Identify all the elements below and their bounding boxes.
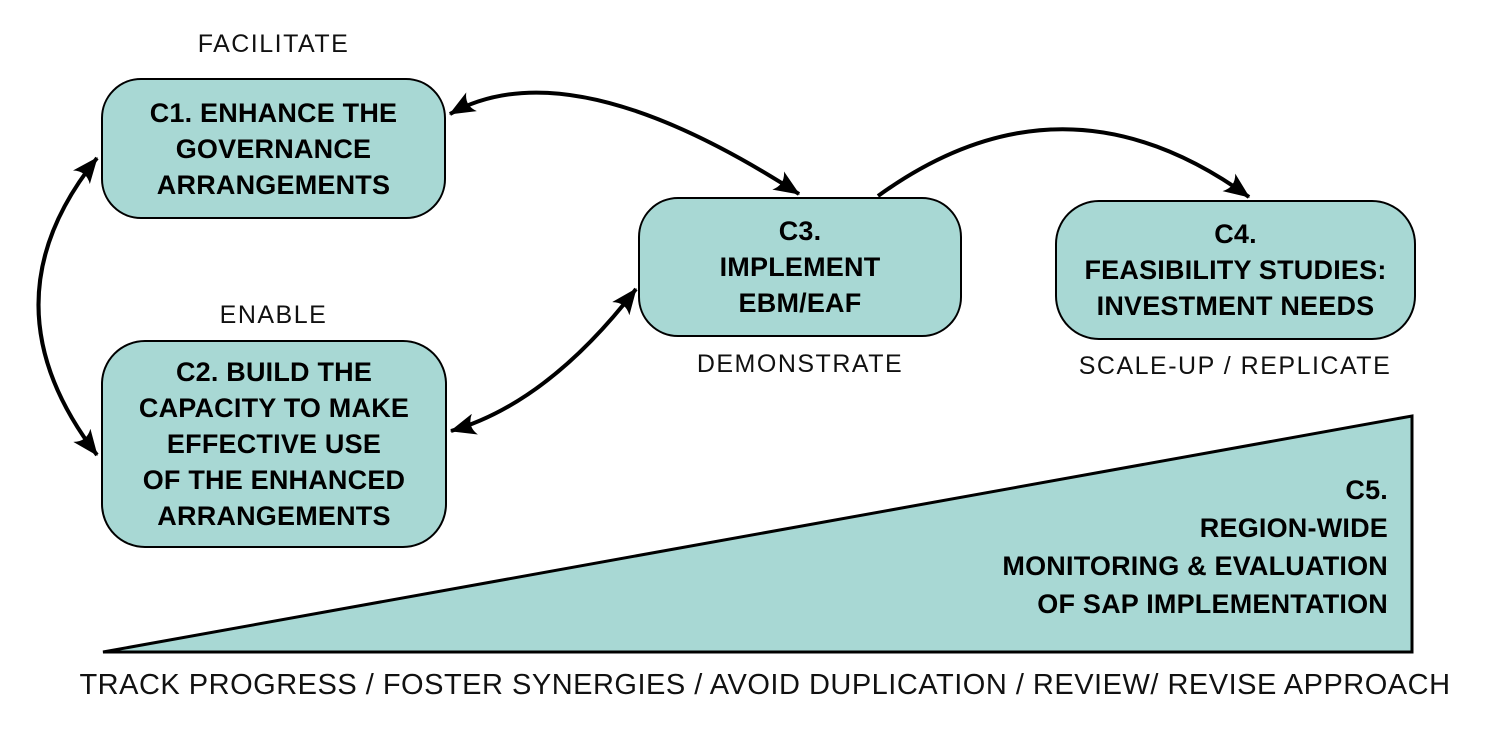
label-scale-up-replicate: SCALE-UP / REPLICATE: [1078, 352, 1392, 380]
box-c2-line: EFFECTIVE USE: [166, 429, 382, 459]
box-c4-line: INVESTMENT NEEDS: [1096, 291, 1375, 321]
box-c2-line: C2. BUILD THE: [175, 357, 373, 387]
box-c2-line: OF THE ENHANCED: [142, 465, 406, 495]
triangle-c5-shape: [102, 414, 1414, 654]
footer-caption: TRACK PROGRESS / FOSTER SYNERGIES / AVOI…: [79, 669, 1451, 701]
box-c5-line: MONITORING & EVALUATION: [1002, 551, 1388, 581]
box-c1-line: ARRANGEMENTS: [156, 169, 391, 200]
label-demonstrate: DEMONSTRATE: [696, 350, 904, 378]
box-c1-line: GOVERNANCE: [175, 133, 372, 164]
arrow-c2-c3: [449, 287, 638, 435]
arrow-c1-c2: [36, 156, 99, 457]
box-c1-line: C1. ENHANCE THE: [149, 97, 398, 128]
box-c3-line: IMPLEMENT: [719, 252, 881, 282]
label-enable: ENABLE: [219, 301, 328, 329]
box-c3-line: C3.: [778, 216, 822, 246]
box-c2-line: CAPACITY TO MAKE: [138, 393, 410, 423]
box-c5-line: C5.: [1345, 475, 1388, 505]
box-c2-line: ARRANGEMENTS: [157, 501, 391, 531]
arrow-c3-c4: [876, 127, 1251, 199]
box-c4-line: C4.: [1214, 219, 1257, 249]
box-c4-line: FEASIBILITY STUDIES:: [1084, 255, 1387, 285]
box-c3-implement-ebm-eaf: C3. IMPLEMENT EBM/EAF: [638, 197, 962, 337]
box-c1-enhance-governance: C1. ENHANCE THE GOVERNANCE ARRANGEMENTS: [101, 78, 446, 219]
label-facilitate: FACILITATE: [197, 30, 350, 58]
box-c3-line: EBM/EAF: [738, 288, 862, 318]
arrow-c1-c3: [449, 90, 801, 196]
box-c5-line: REGION-WIDE: [1199, 513, 1388, 543]
box-c4-feasibility-studies: C4. FEASIBILITY STUDIES: INVESTMENT NEED…: [1055, 200, 1416, 340]
box-c5-line: OF SAP IMPLEMENTATION: [1037, 589, 1388, 619]
box-c2-build-capacity: C2. BUILD THE CAPACITY TO MAKE EFFECTIVE…: [101, 340, 447, 548]
triangle-c5-text: C5. REGION-WIDE MONITORING & EVALUATION …: [788, 471, 1388, 623]
